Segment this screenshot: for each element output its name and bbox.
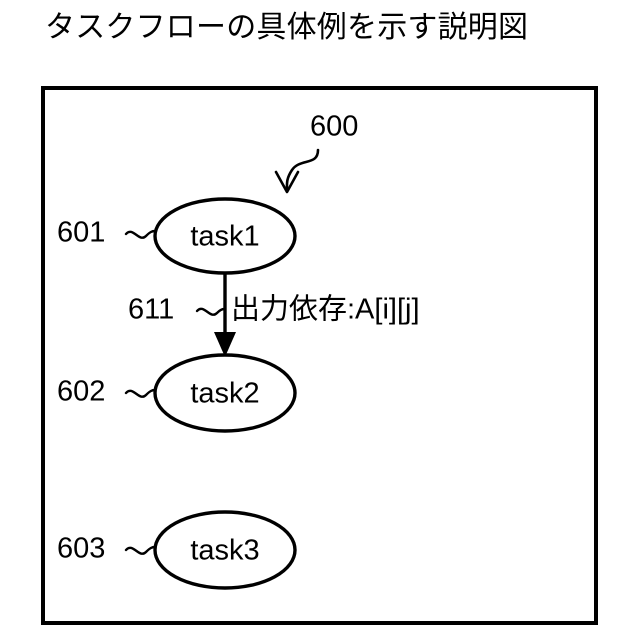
figure-title: タスクフローの具体例を示す説明図: [45, 11, 529, 44]
node-task1-label: task1: [190, 221, 259, 253]
reference-600-leader: [274, 148, 320, 194]
node-task3[interactable]: [153, 510, 297, 590]
node-task2[interactable]: [153, 353, 297, 433]
reference-label-611: 611: [128, 294, 174, 326]
reference-label-602: 602: [57, 376, 105, 408]
node-task2-label: task2: [190, 378, 259, 410]
reference-label-600: 600: [310, 111, 358, 143]
reference-602-tilde: [124, 388, 157, 398]
edge-label-output-dependency: 出力依存:A[i][j]: [231, 293, 420, 326]
diagram-frame: [41, 86, 598, 625]
reference-label-603: 603: [57, 533, 105, 565]
reference-603-tilde: [124, 545, 157, 555]
reference-label-601: 601: [57, 217, 105, 249]
node-task3-label: task3: [190, 535, 259, 567]
reference-611-tilde: [195, 307, 226, 316]
reference-601-tilde: [124, 229, 157, 239]
